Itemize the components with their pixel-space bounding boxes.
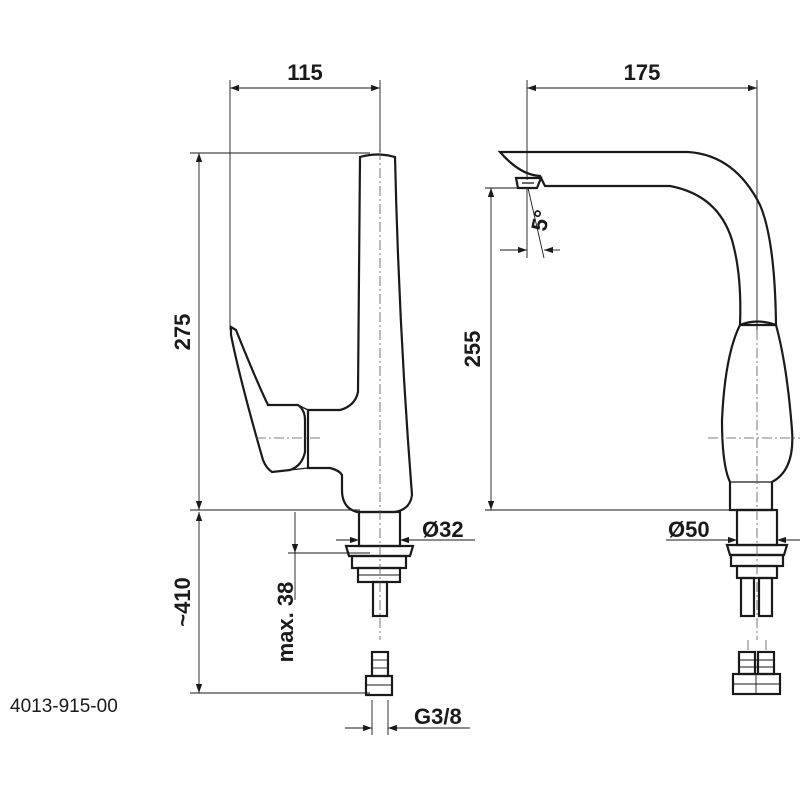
side-view-flange	[344, 544, 415, 558]
side-view-shank	[357, 510, 402, 548]
product-code: 4013-915-00	[10, 696, 118, 717]
side-view-lever-joint	[289, 404, 309, 471]
dimension-height-spout: 255	[460, 187, 730, 511]
dimension-diameter-front: Ø50	[666, 517, 800, 544]
dimension-max-thickness: max. 38	[273, 512, 370, 662]
front-view-pin-right	[757, 576, 774, 618]
dimension-label-410: ~410	[170, 577, 195, 627]
dimension-label-115: 115	[287, 60, 323, 85]
side-view-lever	[229, 325, 307, 474]
dimension-label-275: 275	[170, 314, 195, 351]
side-view-hose-top	[370, 650, 390, 678]
dimension-diameter-side: Ø32	[336, 517, 475, 545]
dimension-thread: G3/8	[345, 700, 470, 735]
side-view	[229, 150, 415, 697]
side-view-hose-nut	[364, 674, 394, 697]
front-view-spout	[497, 150, 778, 327]
dimension-height-total: 275	[170, 152, 370, 511]
dimension-hose-length: ~410	[170, 512, 370, 694]
dimension-label-d50: Ø50	[668, 517, 710, 542]
dimension-label-max38: max. 38	[273, 582, 298, 663]
front-view-pin-left	[739, 576, 756, 618]
dimension-label-angle: 5°	[526, 208, 555, 234]
dimension-label-g38: G3/8	[414, 704, 462, 729]
side-view-nut	[350, 554, 408, 570]
dimension-angle: 5°	[500, 187, 560, 259]
front-view-aerator	[514, 176, 543, 190]
dimension-label-d32: Ø32	[422, 517, 464, 542]
dimension-label-175: 175	[624, 60, 661, 85]
dimension-label-255: 255	[460, 331, 485, 368]
side-view-body	[306, 153, 414, 514]
front-view	[497, 150, 800, 696]
front-view-body	[720, 320, 794, 512]
dimension-width-front: 175	[526, 60, 758, 330]
dimension-width-side: 115	[229, 60, 381, 330]
